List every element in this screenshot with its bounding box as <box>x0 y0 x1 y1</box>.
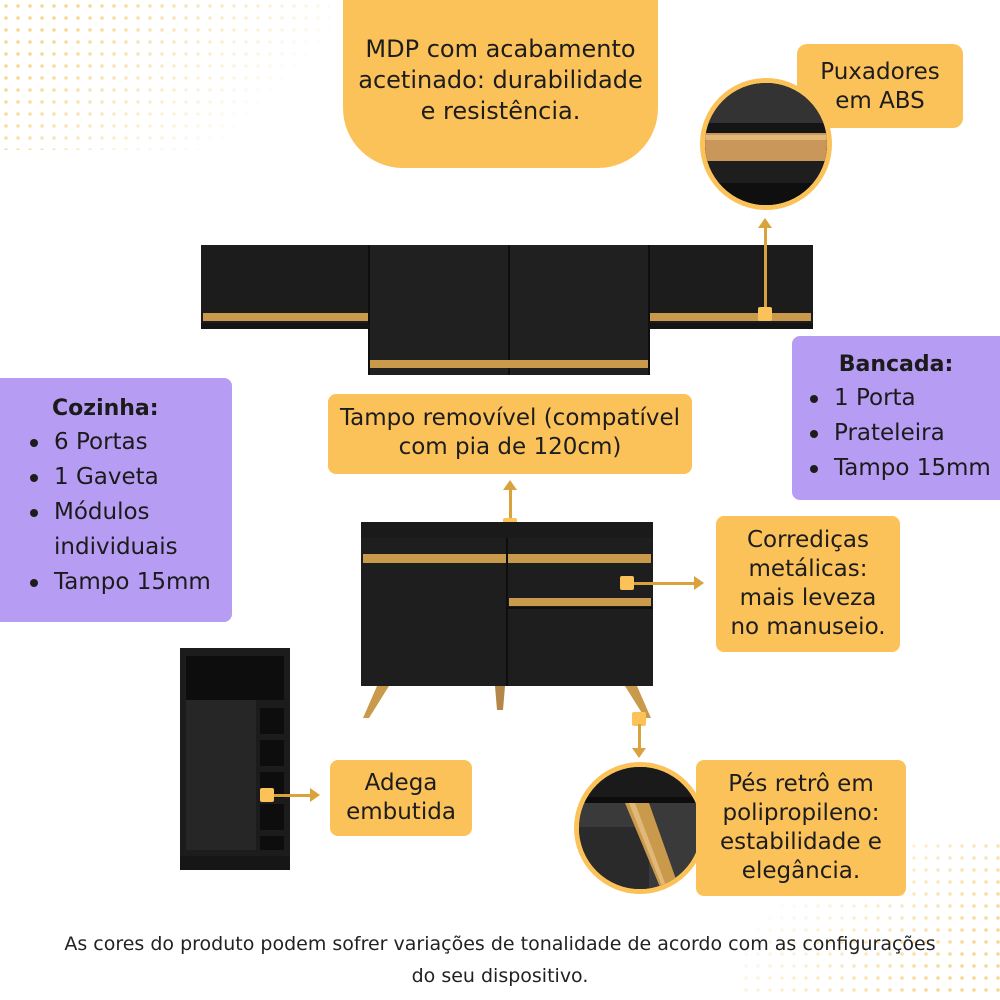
wine-cabinet-image <box>180 648 290 870</box>
arrow-adega <box>274 794 310 797</box>
arrow-tampo-head <box>503 480 517 490</box>
corredicas-callout-text: Corrediças metálicas: mais leveza no man… <box>730 527 886 640</box>
bancada-item: 1 Porta <box>806 381 1000 416</box>
bancada-panel: Bancada: 1 Porta Prateleira Tampo 15mm <box>792 336 1000 500</box>
bancada-item: Tampo 15mm <box>806 451 1000 486</box>
cozinha-title: Cozinha: <box>52 396 159 421</box>
bancada-item: Prateleira <box>806 416 1000 451</box>
handle-detail-circle <box>700 78 832 210</box>
arrow-handle-anchor <box>758 307 772 321</box>
puxadores-callout-text: Puxadores em ABS <box>820 59 940 114</box>
color-disclaimer: As cores do produto podem sofrer variaçõ… <box>64 933 936 987</box>
arrow-handle <box>764 222 767 314</box>
sink-cabinet-image <box>361 522 653 718</box>
corredicas-callout: Corrediças metálicas: mais leveza no man… <box>716 516 900 652</box>
arrow-tampo <box>509 484 512 524</box>
cozinha-item: Módulos individuais <box>26 495 204 565</box>
arrow-adega-head <box>310 788 320 802</box>
handle-detail-image <box>705 83 827 205</box>
arrow-pes-anchor <box>632 712 646 726</box>
cozinha-item: Tampo 15mm <box>26 565 232 600</box>
arrow-pes-head <box>632 748 646 758</box>
leg-detail-circle <box>574 762 706 894</box>
tampo-callout-text: Tampo removível (compatível com pia de 1… <box>339 405 681 460</box>
cozinha-item: 6 Portas <box>26 425 232 460</box>
mdp-callout: MDP com acabamento acetinado: durabilida… <box>343 0 658 168</box>
dot-pattern-top-left <box>0 0 330 150</box>
arrow-pes <box>638 724 641 748</box>
mdp-callout-text: MDP com acabamento acetinado: durabilida… <box>358 35 643 125</box>
adega-callout: Adega embutida <box>330 760 472 836</box>
arrow-corredicas <box>634 582 694 585</box>
cozinha-item: 1 Gaveta <box>26 460 232 495</box>
pes-callout: Pés retrô em polipropileno: estabilidade… <box>696 760 906 896</box>
leg-detail-image <box>579 767 701 889</box>
tampo-callout: Tampo removível (compatível com pia de 1… <box>328 394 692 474</box>
arrow-handle-head <box>758 218 772 228</box>
wall-cabinets-image <box>201 245 813 375</box>
arrow-corredicas-anchor <box>620 576 634 590</box>
arrow-corredicas-head <box>694 576 704 590</box>
bancada-list: 1 Porta Prateleira Tampo 15mm <box>806 381 1000 486</box>
pes-callout-text: Pés retrô em polipropileno: estabilidade… <box>720 771 882 884</box>
cozinha-panel: Cozinha: 6 Portas 1 Gaveta Módulos indiv… <box>0 378 232 622</box>
adega-callout-text: Adega embutida <box>346 770 456 825</box>
cozinha-list: 6 Portas 1 Gaveta Módulos individuais Ta… <box>26 425 232 600</box>
bancada-title: Bancada: <box>838 352 954 377</box>
arrow-adega-anchor <box>260 788 274 802</box>
